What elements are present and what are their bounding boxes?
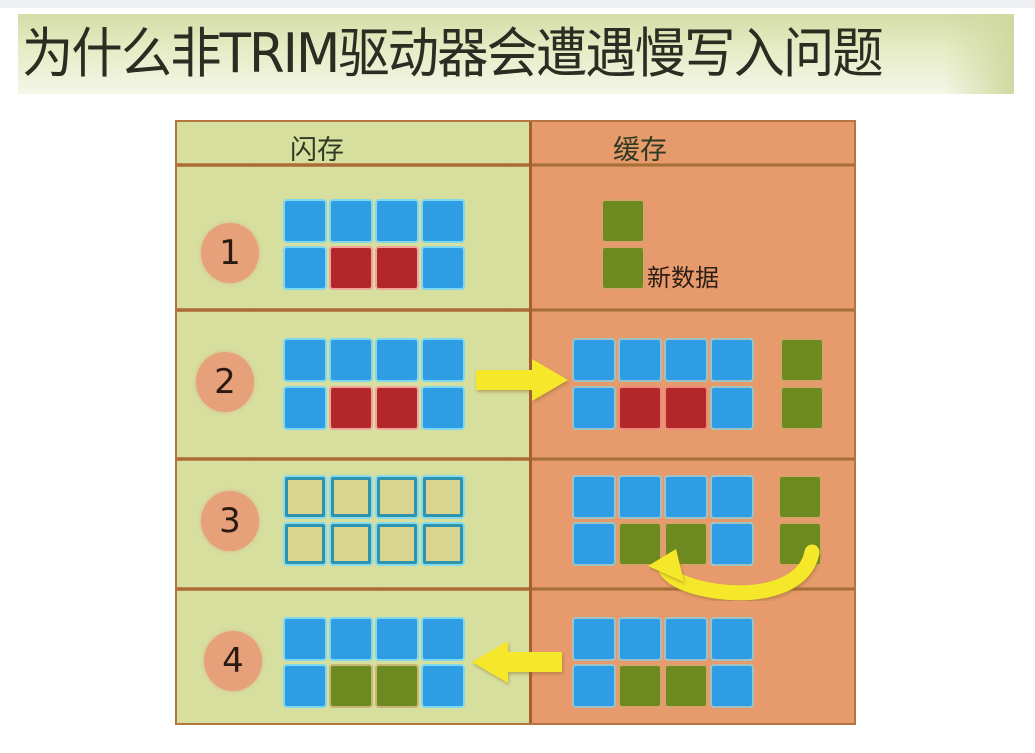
flash-block-blue xyxy=(285,388,325,428)
header-divider xyxy=(177,163,854,167)
step-4-badge: 4 xyxy=(204,631,262,691)
cache-block-blue xyxy=(712,477,752,517)
row-divider xyxy=(177,457,854,461)
step-1-badge: 1 xyxy=(201,223,259,283)
row-divider xyxy=(177,587,854,591)
flash-block-blue xyxy=(423,619,463,659)
new-data-block xyxy=(782,340,822,380)
flash-block-blue xyxy=(285,340,325,380)
new-data-block xyxy=(782,388,822,428)
flash-block-red xyxy=(377,388,417,428)
cache-block-blue xyxy=(574,524,614,564)
cache-block-blue xyxy=(712,388,752,428)
flash-block-blue xyxy=(377,340,417,380)
cache-block-blue xyxy=(666,619,706,659)
cache-block-blue xyxy=(574,666,614,706)
page-title: 为什么非TRIM驱动器会遭遇慢写入问题 xyxy=(22,22,884,85)
cache-block-blue xyxy=(574,340,614,380)
flash-block-blue xyxy=(285,248,325,288)
flash-block-empty xyxy=(331,477,371,517)
flash-block-green xyxy=(331,666,371,706)
flash-block-blue xyxy=(423,201,463,241)
cache-block-blue xyxy=(574,619,614,659)
flash-block-blue xyxy=(331,340,371,380)
flash-block-blue xyxy=(285,666,325,706)
flash-block-empty xyxy=(331,524,371,564)
header-flash: 闪存 xyxy=(290,135,344,166)
header-cache: 缓存 xyxy=(613,135,667,166)
cache-block-blue xyxy=(712,524,752,564)
top-strip xyxy=(0,0,1035,8)
new-data-block xyxy=(780,477,820,517)
flash-block-empty xyxy=(377,524,417,564)
column-divider xyxy=(529,122,532,723)
flash-block-empty xyxy=(423,477,463,517)
flash-block-blue xyxy=(285,619,325,659)
new-data-block xyxy=(780,524,820,564)
flash-block-blue xyxy=(377,619,417,659)
step-3-badge: 3 xyxy=(201,491,259,551)
trim-diagram-table: 闪存 缓存 xyxy=(175,120,856,725)
cache-block-green xyxy=(620,524,660,564)
flash-block-blue xyxy=(423,388,463,428)
cache-block-blue xyxy=(574,477,614,517)
cache-block-green xyxy=(666,666,706,706)
cache-block-blue xyxy=(712,666,752,706)
new-data-block xyxy=(603,201,643,241)
cache-block-blue xyxy=(712,340,752,380)
title-banner xyxy=(18,14,1014,94)
cache-block-red xyxy=(666,388,706,428)
flash-block-empty xyxy=(423,524,463,564)
cache-block-green xyxy=(620,666,660,706)
flash-block-empty xyxy=(285,477,325,517)
flash-block-green xyxy=(377,666,417,706)
cache-block-blue xyxy=(666,340,706,380)
cache-block-blue xyxy=(712,619,752,659)
cache-block-green xyxy=(666,524,706,564)
step-2-badge: 2 xyxy=(196,352,254,412)
flash-block-blue xyxy=(423,340,463,380)
flash-block-red xyxy=(331,388,371,428)
new-data-block xyxy=(603,248,643,288)
flash-block-blue xyxy=(285,201,325,241)
cache-block-blue xyxy=(620,477,660,517)
flash-block-blue xyxy=(377,201,417,241)
flash-block-red xyxy=(331,248,371,288)
cache-block-blue xyxy=(620,340,660,380)
flash-block-blue xyxy=(423,248,463,288)
cache-block-red xyxy=(620,388,660,428)
cache-block-blue xyxy=(574,388,614,428)
flash-block-blue xyxy=(331,201,371,241)
row-divider xyxy=(177,308,854,312)
flash-block-red xyxy=(377,248,417,288)
flash-block-empty xyxy=(377,477,417,517)
flash-block-empty xyxy=(285,524,325,564)
flash-block-blue xyxy=(423,666,463,706)
flash-block-blue xyxy=(331,619,371,659)
new-data-label: 新数据 xyxy=(647,264,719,292)
cache-block-blue xyxy=(666,477,706,517)
cache-block-blue xyxy=(620,619,660,659)
